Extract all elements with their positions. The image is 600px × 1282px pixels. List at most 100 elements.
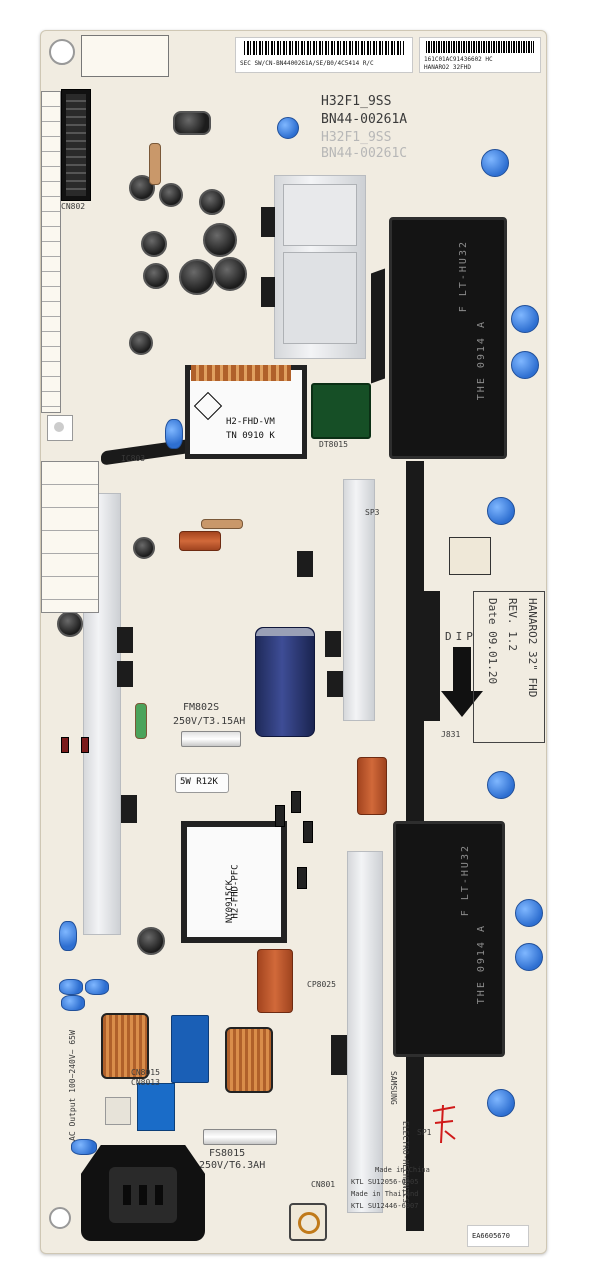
pcb-board: SEC SW/CN-BN4400261A/SE/B0/4C5414 R/C 16… <box>40 30 547 1254</box>
resistor <box>149 143 161 185</box>
ac-output-block: AC Output 100~240V~ 65W <box>57 1030 77 1141</box>
bulk-capacitor <box>255 627 315 737</box>
square-hole-icon <box>47 415 73 441</box>
info-line3: Date 09.01.20 <box>486 598 499 685</box>
dip-arrow-icon <box>453 647 471 697</box>
y-capacitor <box>481 149 509 177</box>
side-sticker-line2: HANARO2 32FHD <box>424 64 471 71</box>
ktl-line2: KTL SU12446-6007 <box>351 1202 419 1210</box>
pin-table-lower <box>41 461 99 613</box>
heatsink-bottom <box>347 851 383 1213</box>
electrolytic-capacitor <box>199 189 225 215</box>
blue-relay <box>137 1083 175 1131</box>
standby-xfmr-line1: H2-FHD-VM <box>226 417 275 427</box>
electrolytic-capacitor <box>143 263 169 289</box>
corner-hole-icon <box>49 1207 71 1229</box>
side-sticker-line1: 161C01AC91436602 HC <box>424 56 493 63</box>
top-sticker-text: SEC SW/CN-BN4400261A/SE/B0/4C5414 R/C <box>240 60 374 67</box>
resistor <box>135 703 147 739</box>
samsung-label: SAMSUNG <box>389 1071 398 1105</box>
ac-output-label: AC Output 100~240V~ 65W <box>68 1030 77 1141</box>
electrolytic-capacitor <box>213 257 247 291</box>
ac-fuse-line1: FS8015 <box>209 1148 246 1159</box>
misc-label: IC803 <box>121 454 146 463</box>
ac-inlet-socket <box>81 1145 205 1241</box>
inverter-transformer-bottom: F LT-HU32 THE 0914 A <box>393 821 505 1057</box>
model-line3: H32F1_9SS <box>321 130 392 145</box>
bottom-sticker-text: EA6605670 <box>472 1232 510 1240</box>
made-in-line1: Made in China <box>375 1166 430 1174</box>
side-barcode-sticker: 161C01AC91436602 HC HANARO2 32FHD <box>419 37 541 73</box>
electrolytic-capacitor <box>141 231 167 257</box>
heatsink-top <box>274 175 366 359</box>
connector-cn803 <box>449 537 491 575</box>
electrolytic-capacitor <box>137 927 165 955</box>
diode <box>303 821 313 843</box>
film-capacitor <box>179 531 221 551</box>
bottom-sticker: EA6605670 <box>467 1225 529 1247</box>
misc-label: SP3 <box>365 508 380 517</box>
y-capacitor <box>277 117 299 139</box>
pfc-xfmr-line2: NY0915CK <box>225 879 236 924</box>
y-capacitor <box>59 979 83 995</box>
misc-label: J831 <box>441 730 461 739</box>
handwritten-mark-icon <box>431 1104 457 1145</box>
common-mode-choke <box>101 1013 149 1079</box>
inverter-label-4: THE 0914 A <box>476 924 487 1005</box>
ac-fuse <box>203 1129 277 1145</box>
inverter-transformer-top: F LT-HU32 THE 0914 A <box>389 217 507 459</box>
electrolytic-capacitor <box>159 183 183 207</box>
pfc-transformer: H2-FHD-PFC NY0915CK <box>181 821 287 943</box>
electrolytic-capacitor <box>133 537 155 559</box>
model-line2: BN44-00261A <box>321 112 408 127</box>
model-line1: H32F1_9SS <box>321 94 392 109</box>
transistor <box>261 277 275 307</box>
y-capacitor <box>487 771 515 799</box>
mounting-hole-icon <box>49 39 75 65</box>
revision-info-block: HANARO2 32" FHD REV. 1.2 Date 09.01.20 <box>473 591 545 743</box>
standby-xfmr-code: DT8015 <box>319 440 348 449</box>
y-capacitor <box>85 979 109 995</box>
y-capacitor <box>511 351 539 379</box>
made-in-line2: Made in Thailand <box>351 1190 419 1198</box>
coil-windings <box>191 365 291 381</box>
electrolytic-capacitor <box>179 259 215 295</box>
connector-cn8013 <box>105 1097 131 1125</box>
electrolytic-capacitor <box>57 611 83 637</box>
trace-mark <box>371 268 385 384</box>
inverter-label-2: THE 0914 A <box>476 320 487 401</box>
diode <box>291 791 301 813</box>
brand-block: SAMSUNG ELECTRO-MECHANICS <box>389 1071 413 1221</box>
transistor <box>261 207 275 237</box>
film-capacitor <box>357 757 387 815</box>
standby-xfmr-line2: TN 0910 K <box>226 431 275 441</box>
y-capacitor <box>71 1139 97 1155</box>
electrolytic-capacitor <box>173 111 211 135</box>
model-line4: BN44-00261C <box>321 146 408 161</box>
dip-arrow-head-icon <box>441 691 483 717</box>
diode <box>275 805 285 827</box>
standby-transformer-green <box>311 383 371 439</box>
ktl-line1: KTL SU12056-6005 <box>351 1178 419 1186</box>
trace-mark <box>424 591 440 721</box>
y-capacitor <box>487 1089 515 1117</box>
inverter-label-1: F LT-HU32 <box>458 240 469 313</box>
info-line2: REV. 1.2 <box>506 598 519 651</box>
misc-label: CN8015 <box>131 1068 160 1077</box>
main-fuse-line1: FM802S <box>183 702 220 713</box>
transistor <box>117 627 133 653</box>
transistor <box>325 631 341 657</box>
misc-label: CN802 <box>61 202 86 211</box>
dip-label: DIP <box>445 630 477 643</box>
heatsink-middle <box>343 479 375 721</box>
transistor <box>331 1035 347 1075</box>
resistor <box>201 519 243 529</box>
power-resistor: 5W R12K <box>175 773 229 793</box>
y-capacitor <box>511 305 539 333</box>
y-capacitor <box>515 899 543 927</box>
y-capacitor <box>61 995 85 1011</box>
inverter-label-3: F LT-HU32 <box>460 844 471 917</box>
film-capacitor <box>257 949 293 1013</box>
spec-table <box>81 35 169 77</box>
diode <box>297 867 307 889</box>
